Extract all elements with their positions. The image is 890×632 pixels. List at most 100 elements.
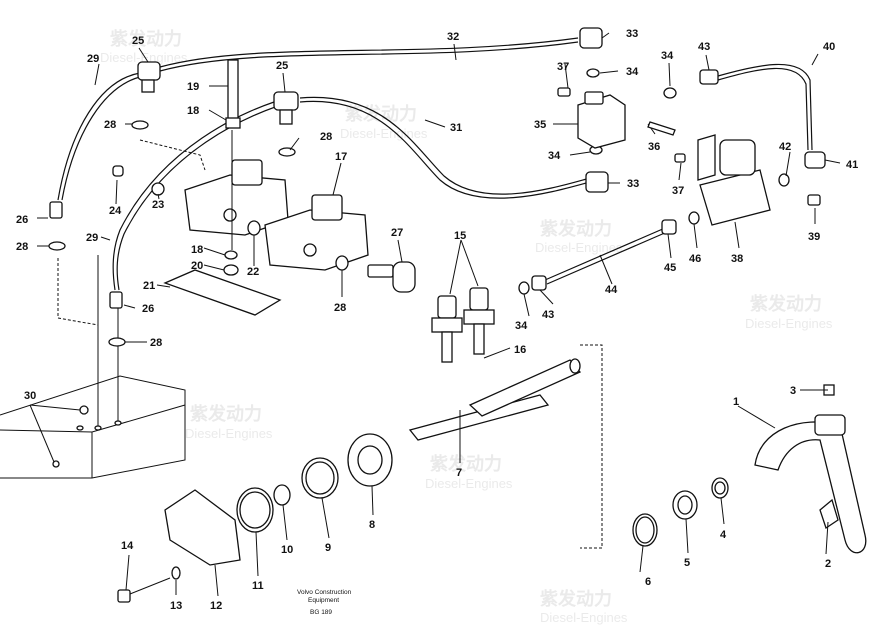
callout-34: 34 — [626, 66, 639, 78]
callout-30: 30 — [24, 390, 36, 402]
callout-9: 9 — [325, 542, 331, 554]
watermark-layer: 紫发动力 Diesel-Engines 紫发动力 Diesel-Engines … — [100, 28, 833, 625]
pulley — [347, 433, 393, 487]
callout-28: 28 — [334, 302, 346, 314]
engine-block-outline — [0, 255, 186, 479]
callout-6: 6 — [645, 576, 651, 588]
callout-18: 18 — [191, 244, 203, 256]
callout-43: 43 — [542, 309, 554, 321]
callout-1: 1 — [733, 396, 739, 408]
seal-rings — [236, 457, 339, 533]
callout-29: 29 — [87, 53, 99, 65]
pipe-lines — [57, 37, 813, 549]
callout-34: 34 — [515, 320, 528, 332]
callout-44: 44 — [605, 284, 618, 296]
callout-14: 14 — [121, 540, 134, 552]
callout-16: 16 — [514, 344, 526, 356]
callout-42: 42 — [779, 141, 791, 153]
callout-34: 34 — [661, 50, 674, 62]
shift-fork — [754, 384, 867, 554]
banjo-fittings — [137, 27, 609, 193]
callout-22: 22 — [247, 266, 259, 278]
callout-27: 27 — [391, 227, 403, 239]
callout-17: 17 — [335, 151, 347, 163]
callout-labels: 1 2 3 4 5 6 7 8 9 10 11 12 13 14 15 16 1… — [16, 28, 858, 612]
callout-12: 12 — [210, 600, 222, 612]
small-hardware — [49, 87, 821, 309]
callout-40: 40 — [823, 41, 835, 53]
watermark-site: Diesel-Engines — [535, 240, 623, 255]
watermark-brand: 紫发动力 — [540, 218, 612, 240]
watermark-site: Diesel-Engines — [540, 610, 628, 625]
watermark-site: Diesel-Engines — [745, 316, 833, 331]
callout-37: 37 — [672, 185, 684, 197]
cover-plate — [164, 489, 241, 566]
callout-26: 26 — [142, 303, 154, 315]
temperature-sensors — [431, 287, 495, 363]
callout-13: 13 — [170, 600, 182, 612]
callout-5: 5 — [684, 557, 690, 569]
bolt — [117, 589, 131, 603]
callout-18: 18 — [187, 105, 199, 117]
callout-20: 20 — [191, 260, 203, 272]
callout-41: 41 — [846, 159, 858, 171]
callout-25: 25 — [132, 35, 144, 47]
watermark-brand: 紫发动力 — [345, 103, 417, 125]
bearing-rings — [632, 477, 729, 547]
solenoid-valve — [697, 134, 771, 226]
callout-19: 19 — [187, 81, 199, 93]
callout-28: 28 — [104, 119, 116, 131]
valve-blocks — [184, 59, 369, 271]
callout-29: 29 — [86, 232, 98, 244]
callout-28: 28 — [150, 337, 162, 349]
callout-37: 37 — [557, 61, 569, 73]
callout-15: 15 — [454, 230, 466, 242]
watermark-brand: 紫发动力 — [540, 588, 612, 610]
callout-23: 23 — [152, 199, 164, 211]
drawing-caption: Volvo Construction Equipment BG 189 — [297, 589, 352, 616]
callout-8: 8 — [369, 519, 375, 531]
callout-3: 3 — [790, 385, 796, 397]
watermark-brand: 紫发动力 — [430, 453, 502, 475]
callout-33: 33 — [626, 28, 638, 40]
callout-46: 46 — [689, 253, 701, 265]
watermark-site: Diesel-Engines — [340, 126, 428, 141]
callout-35: 35 — [534, 119, 546, 131]
callout-43: 43 — [698, 41, 710, 53]
callout-4: 4 — [720, 529, 727, 541]
callout-31: 31 — [450, 122, 462, 134]
callout-39: 39 — [808, 231, 820, 243]
drawing-code: BG 189 — [310, 609, 332, 616]
callout-34: 34 — [548, 150, 561, 162]
shaft — [408, 358, 582, 441]
caption-line-1: Volvo Construction — [297, 589, 352, 596]
callout-26: 26 — [16, 214, 28, 226]
watermark-brand: 紫发动力 — [190, 403, 262, 425]
caption-line-2: Equipment — [308, 597, 339, 604]
washers — [48, 68, 790, 347]
watermark-brand: 紫发动力 — [750, 293, 822, 315]
callout-36: 36 — [648, 141, 660, 153]
watermark-site: Diesel-Engines — [425, 476, 513, 491]
callout-21: 21 — [143, 280, 155, 292]
mounting-plate — [163, 269, 282, 316]
callout-25: 25 — [276, 60, 288, 72]
callout-28: 28 — [320, 131, 332, 143]
watermark-site: Diesel-Engines — [100, 50, 188, 65]
callout-32: 32 — [447, 31, 459, 43]
callout-24: 24 — [109, 205, 122, 217]
callout-28: 28 — [16, 241, 28, 253]
callout-10: 10 — [281, 544, 293, 556]
callout-7: 7 — [456, 467, 462, 479]
watermark-site: Diesel-Engines — [185, 426, 273, 441]
leader-lines — [29, 32, 841, 597]
distribution-block — [577, 94, 626, 149]
callout-45: 45 — [664, 262, 676, 274]
watermark-brand: 紫发动力 — [110, 28, 182, 50]
callout-33: 33 — [627, 178, 639, 190]
callout-2: 2 — [825, 558, 831, 570]
callout-11: 11 — [252, 580, 264, 592]
pressure-sensor — [367, 261, 416, 293]
